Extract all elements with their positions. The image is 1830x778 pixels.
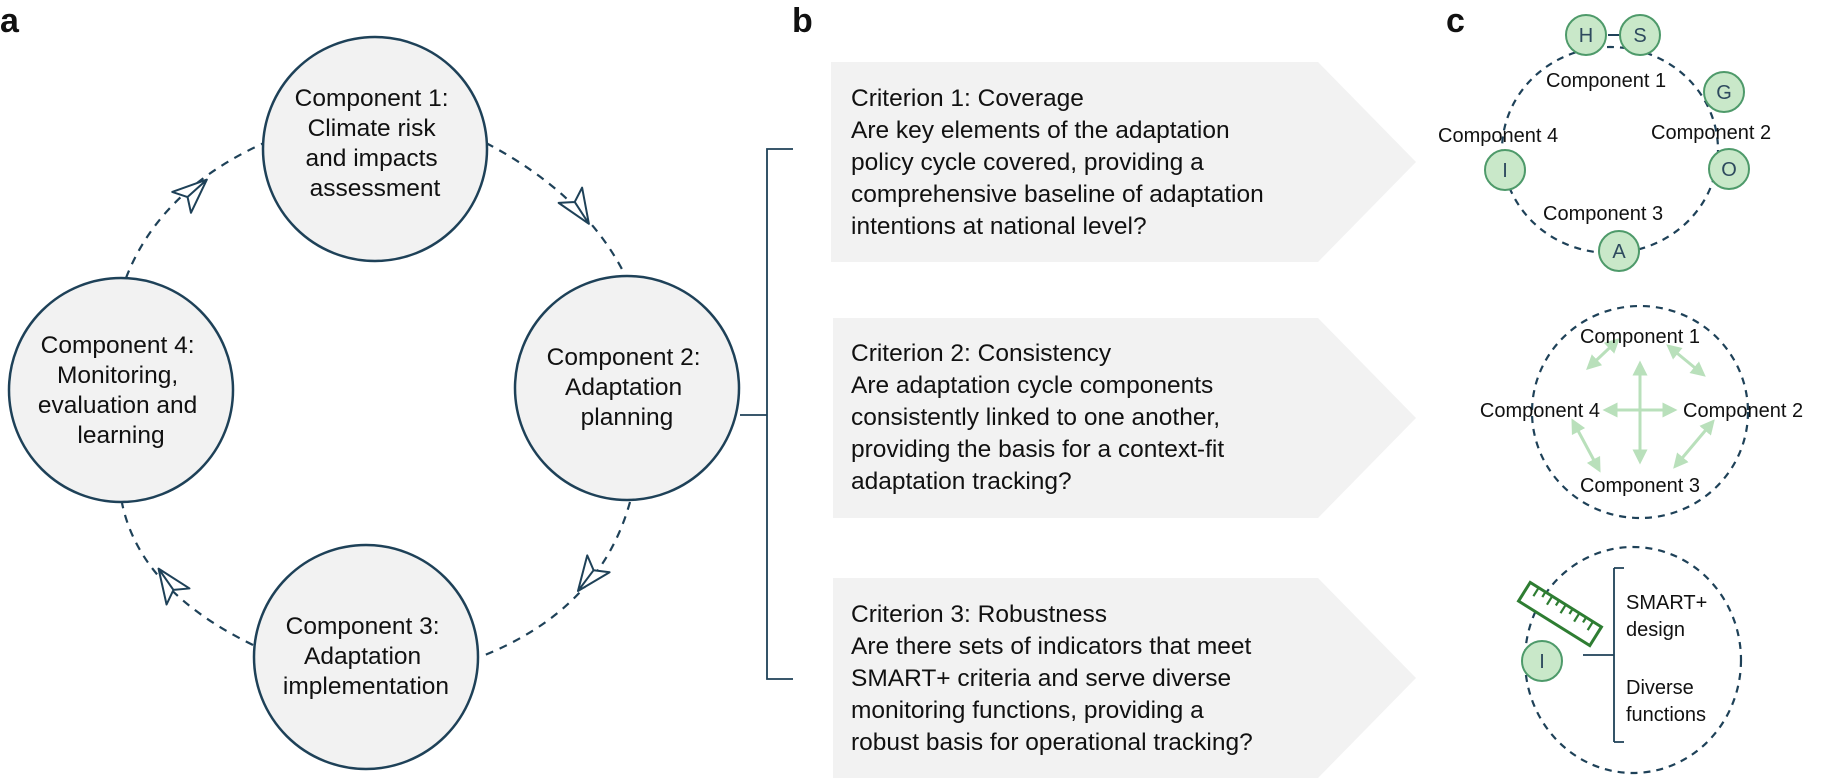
criterion-3-box: Criterion 3: Robustness Are there sets o… bbox=[833, 578, 1416, 778]
panel-b-letter: b bbox=[792, 2, 813, 40]
robustness-item-diverse: Diverse functions bbox=[1626, 677, 1706, 726]
criterion-3-line-2: Are there sets of indicators that meet bbox=[851, 633, 1252, 660]
cycle-connector-2-3 bbox=[479, 501, 632, 659]
paper-plane-arrow-1 bbox=[557, 186, 590, 225]
consistency-label-component-1: Component 1 bbox=[1580, 326, 1700, 348]
svg-text:O: O bbox=[1721, 159, 1737, 181]
svg-text:H: H bbox=[1579, 25, 1593, 47]
consistency-label-component-3: Component 3 bbox=[1580, 475, 1700, 497]
component-4-line-1: Component 4: bbox=[41, 332, 195, 359]
svg-text:I: I bbox=[1539, 651, 1545, 673]
panel-a-letter: a bbox=[0, 2, 20, 40]
consistency-label-component-4: Component 4 bbox=[1480, 400, 1600, 422]
link-1-4-arrow bbox=[1586, 337, 1620, 371]
coverage-label-component-3: Component 3 bbox=[1543, 203, 1663, 225]
coverage-label-component-2: Component 2 bbox=[1651, 122, 1771, 144]
component-4-line-2: Monitoring, bbox=[57, 362, 178, 389]
svg-text:Component 3: Adaptatio: Component 3: Adaptation implementation bbox=[283, 613, 449, 700]
component-4-node: Component 4: Monitoring, evaluation and … bbox=[7, 276, 235, 504]
criterion-1-title: Criterion 1: Coverage bbox=[851, 85, 1084, 112]
component-3-node: Component 3: Adaptation implementation bbox=[252, 543, 480, 771]
coverage-node-g: G bbox=[1703, 71, 1745, 113]
link-2-3-arrow bbox=[1673, 419, 1715, 469]
component-1-line-2: Climate risk bbox=[308, 115, 437, 142]
component-2-line-2: Adaptation bbox=[565, 374, 682, 401]
svg-text:Criterion 1: Coverage Ar: Criterion 1: Coverage Are key elements o… bbox=[851, 85, 1271, 240]
coverage-label-component-1: Component 1 bbox=[1546, 70, 1666, 92]
component-4-line-4: learning bbox=[77, 422, 164, 449]
cycle-connector-1-2 bbox=[485, 142, 626, 276]
criterion-2-line-5: adaptation tracking? bbox=[851, 468, 1072, 495]
svg-text:Component 1: Climate r: Component 1: Climate risk and impacts as… bbox=[295, 85, 456, 202]
component-2-node: Component 2: Adaptation planning bbox=[513, 274, 741, 502]
criterion-1-line-5: intentions at national level? bbox=[851, 213, 1147, 240]
coverage-label-component-4: Component 4 bbox=[1438, 125, 1558, 147]
criterion-1-box: Criterion 1: Coverage Are key elements o… bbox=[831, 62, 1416, 262]
paper-plane-arrow-4 bbox=[171, 178, 208, 214]
robustness-diagram: I SMART+ design Diverse functions bbox=[1516, 545, 1743, 775]
component-1-line-3: and impacts bbox=[306, 145, 438, 172]
criterion-2-line-2: Are adaptation cycle components bbox=[851, 372, 1213, 399]
criterion-2-line-4: providing the basis for a context-fit bbox=[851, 436, 1224, 463]
criterion-2-title: Criterion 2: Consistency bbox=[851, 340, 1112, 367]
coverage-node-a: A bbox=[1598, 230, 1640, 272]
criterion-2-line-3: consistently linked to one another, bbox=[851, 404, 1220, 431]
component-3-line-3: implementation bbox=[283, 673, 449, 700]
svg-text:Component 2: Adaptatio: Component 2: Adaptation planning bbox=[547, 344, 708, 431]
svg-text:Criterion 2: Consistency: Criterion 2: Consistency Are adaptation … bbox=[851, 340, 1231, 495]
panel-c-letter: c bbox=[1446, 2, 1465, 40]
coverage-node-o: O bbox=[1708, 148, 1750, 190]
cycle-connector-3-4 bbox=[120, 502, 254, 646]
consistency-diagram: Component 1 Component 2 Component 3 Comp… bbox=[1480, 304, 1803, 520]
svg-text:G: G bbox=[1716, 82, 1732, 104]
link-4-3-arrow bbox=[1571, 418, 1601, 473]
component-2-line-3: planning bbox=[581, 404, 674, 431]
criterion-1-line-2: Are key elements of the adaptation bbox=[851, 117, 1230, 144]
component-3-line-1: Component 3: bbox=[286, 613, 440, 640]
component-3-line-2: Adaptation bbox=[304, 643, 421, 670]
component-2-line-1: Component 2: bbox=[547, 344, 701, 371]
robustness-item-smart: SMART+ design bbox=[1626, 592, 1713, 641]
component-4-line-3: evaluation and bbox=[38, 392, 197, 419]
component-1-line-4: assessment bbox=[310, 175, 441, 202]
coverage-node-h: H bbox=[1565, 14, 1607, 56]
criterion-1-line-4: comprehensive baseline of adaptation bbox=[851, 181, 1264, 208]
svg-text:Component 4: Monitorin: Component 4: Monitoring, evaluation and … bbox=[38, 332, 204, 449]
coverage-diagram: H S G O A I Component 1 Component 2 Comp… bbox=[1438, 14, 1771, 272]
criterion-3-line-4: monitoring functions, providing a bbox=[851, 697, 1204, 724]
robustness-node-i: I bbox=[1521, 640, 1563, 682]
link-1-2-arrow bbox=[1666, 344, 1706, 377]
svg-text:S: S bbox=[1633, 25, 1646, 47]
component-1-node: Component 1: Climate risk and impacts as… bbox=[261, 35, 489, 263]
criterion-2-box: Criterion 2: Consistency Are adaptation … bbox=[833, 318, 1416, 518]
criteria-bracket bbox=[740, 148, 793, 680]
coverage-node-i: I bbox=[1484, 149, 1526, 191]
component-1-line-1: Component 1: bbox=[295, 85, 449, 112]
svg-text:Criterion 3: Robustness: Criterion 3: Robustness Are there sets o… bbox=[851, 601, 1258, 756]
svg-text:A: A bbox=[1612, 241, 1626, 263]
coverage-node-s: S bbox=[1619, 14, 1661, 56]
svg-text:I: I bbox=[1502, 160, 1508, 182]
ruler-icon bbox=[1516, 580, 1604, 648]
criterion-3-title: Criterion 3: Robustness bbox=[851, 601, 1107, 628]
criterion-1-line-3: policy cycle covered, providing a bbox=[851, 149, 1204, 176]
robustness-bracket bbox=[1583, 567, 1624, 743]
cycle-connector-4-1 bbox=[124, 141, 265, 279]
consistency-label-component-2: Component 2 bbox=[1683, 400, 1803, 422]
criterion-3-line-5: robust basis for operational tracking? bbox=[851, 729, 1253, 756]
adaptation-cycle: Component 1: Climate risk and impacts as… bbox=[7, 35, 741, 771]
paper-plane-arrow-3 bbox=[157, 567, 191, 606]
criterion-3-line-3: SMART+ criteria and serve diverse bbox=[851, 665, 1231, 692]
paper-plane-arrow-2 bbox=[576, 554, 611, 592]
